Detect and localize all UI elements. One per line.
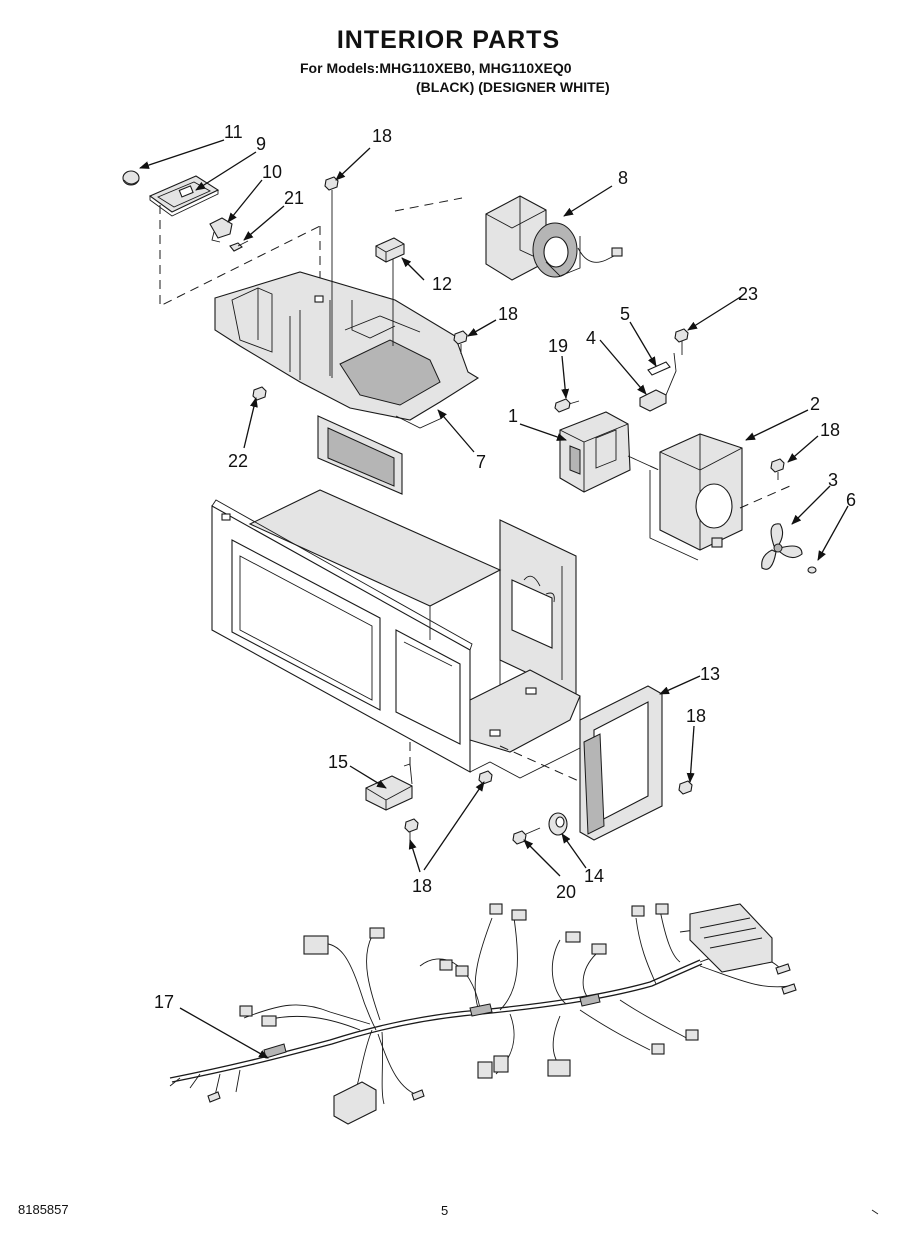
part-17-wire-harness xyxy=(169,903,797,1125)
callout-18-mid: 18 xyxy=(498,304,518,324)
part-7-upper-bracket xyxy=(214,271,480,429)
part-1-fan-motor xyxy=(559,411,651,493)
part-5-fuse xyxy=(647,361,671,376)
callout-18-right: 18 xyxy=(820,420,840,440)
callout-13: 13 xyxy=(700,664,720,684)
corner-mark xyxy=(871,1209,879,1215)
callout-3: 3 xyxy=(828,470,838,490)
part-20-screw xyxy=(512,827,541,845)
part-3-fan-blade xyxy=(761,523,803,570)
part-18-screw-lower-a xyxy=(404,818,419,844)
part-18-screw-mid xyxy=(453,330,468,354)
part-8-blower-motor xyxy=(485,195,623,281)
callout-6: 6 xyxy=(846,490,856,510)
callout-18-lower: 18 xyxy=(412,876,432,896)
callout-7: 7 xyxy=(476,452,486,472)
callout-9: 9 xyxy=(256,134,266,154)
callout-8: 8 xyxy=(618,168,628,188)
callout-15: 15 xyxy=(328,752,348,772)
models-line: For Models:MHG110XEB0, MHG110XEQ0 xyxy=(300,60,572,76)
callout-18-frame: 18 xyxy=(686,706,706,726)
callout-23: 23 xyxy=(738,284,758,304)
callout-1: 1 xyxy=(508,406,518,426)
document-number: 8185857 xyxy=(18,1202,69,1217)
callout-20: 20 xyxy=(556,882,576,902)
part-2-fan-shroud xyxy=(649,433,743,561)
callout-19: 19 xyxy=(548,336,568,356)
callout-18-top: 18 xyxy=(372,126,392,146)
callout-2: 2 xyxy=(810,394,820,414)
part-21-screw xyxy=(229,240,249,252)
part-13-frame xyxy=(579,685,663,841)
callout-11: 11 xyxy=(224,122,243,142)
callout-10: 10 xyxy=(262,162,282,182)
part-18-screw-lower-b xyxy=(478,770,493,785)
callout-21: 21 xyxy=(284,188,304,208)
part-23-screw xyxy=(674,328,689,355)
part-22-screw xyxy=(252,386,267,401)
part-18-screw-right xyxy=(770,458,785,480)
part-12-switch xyxy=(375,237,405,263)
part-18-screw-frame xyxy=(678,780,693,795)
part-11-lamp-bulb xyxy=(122,170,140,186)
callout-14: 14 xyxy=(584,866,604,886)
callout-22: 22 xyxy=(228,451,248,471)
part-19-screw xyxy=(554,398,580,413)
callout-5: 5 xyxy=(620,304,630,324)
part-18-screw-top xyxy=(324,176,339,191)
part-10-lamp-socket xyxy=(209,217,233,243)
part-15-bracket xyxy=(365,763,413,811)
page-number: 5 xyxy=(441,1203,449,1218)
main-cavity-assembly xyxy=(211,415,581,779)
callout-4: 4 xyxy=(586,328,596,348)
part-4-fuse-holder xyxy=(639,352,677,412)
page-title: INTERIOR PARTS xyxy=(336,26,561,54)
callout-17: 17 xyxy=(154,992,174,1012)
callout-12: 12 xyxy=(432,274,452,294)
colors-line: (BLACK) (DESIGNER WHITE) xyxy=(416,79,610,95)
part-6-clip xyxy=(807,566,817,574)
part-14-thermostat xyxy=(548,812,568,836)
